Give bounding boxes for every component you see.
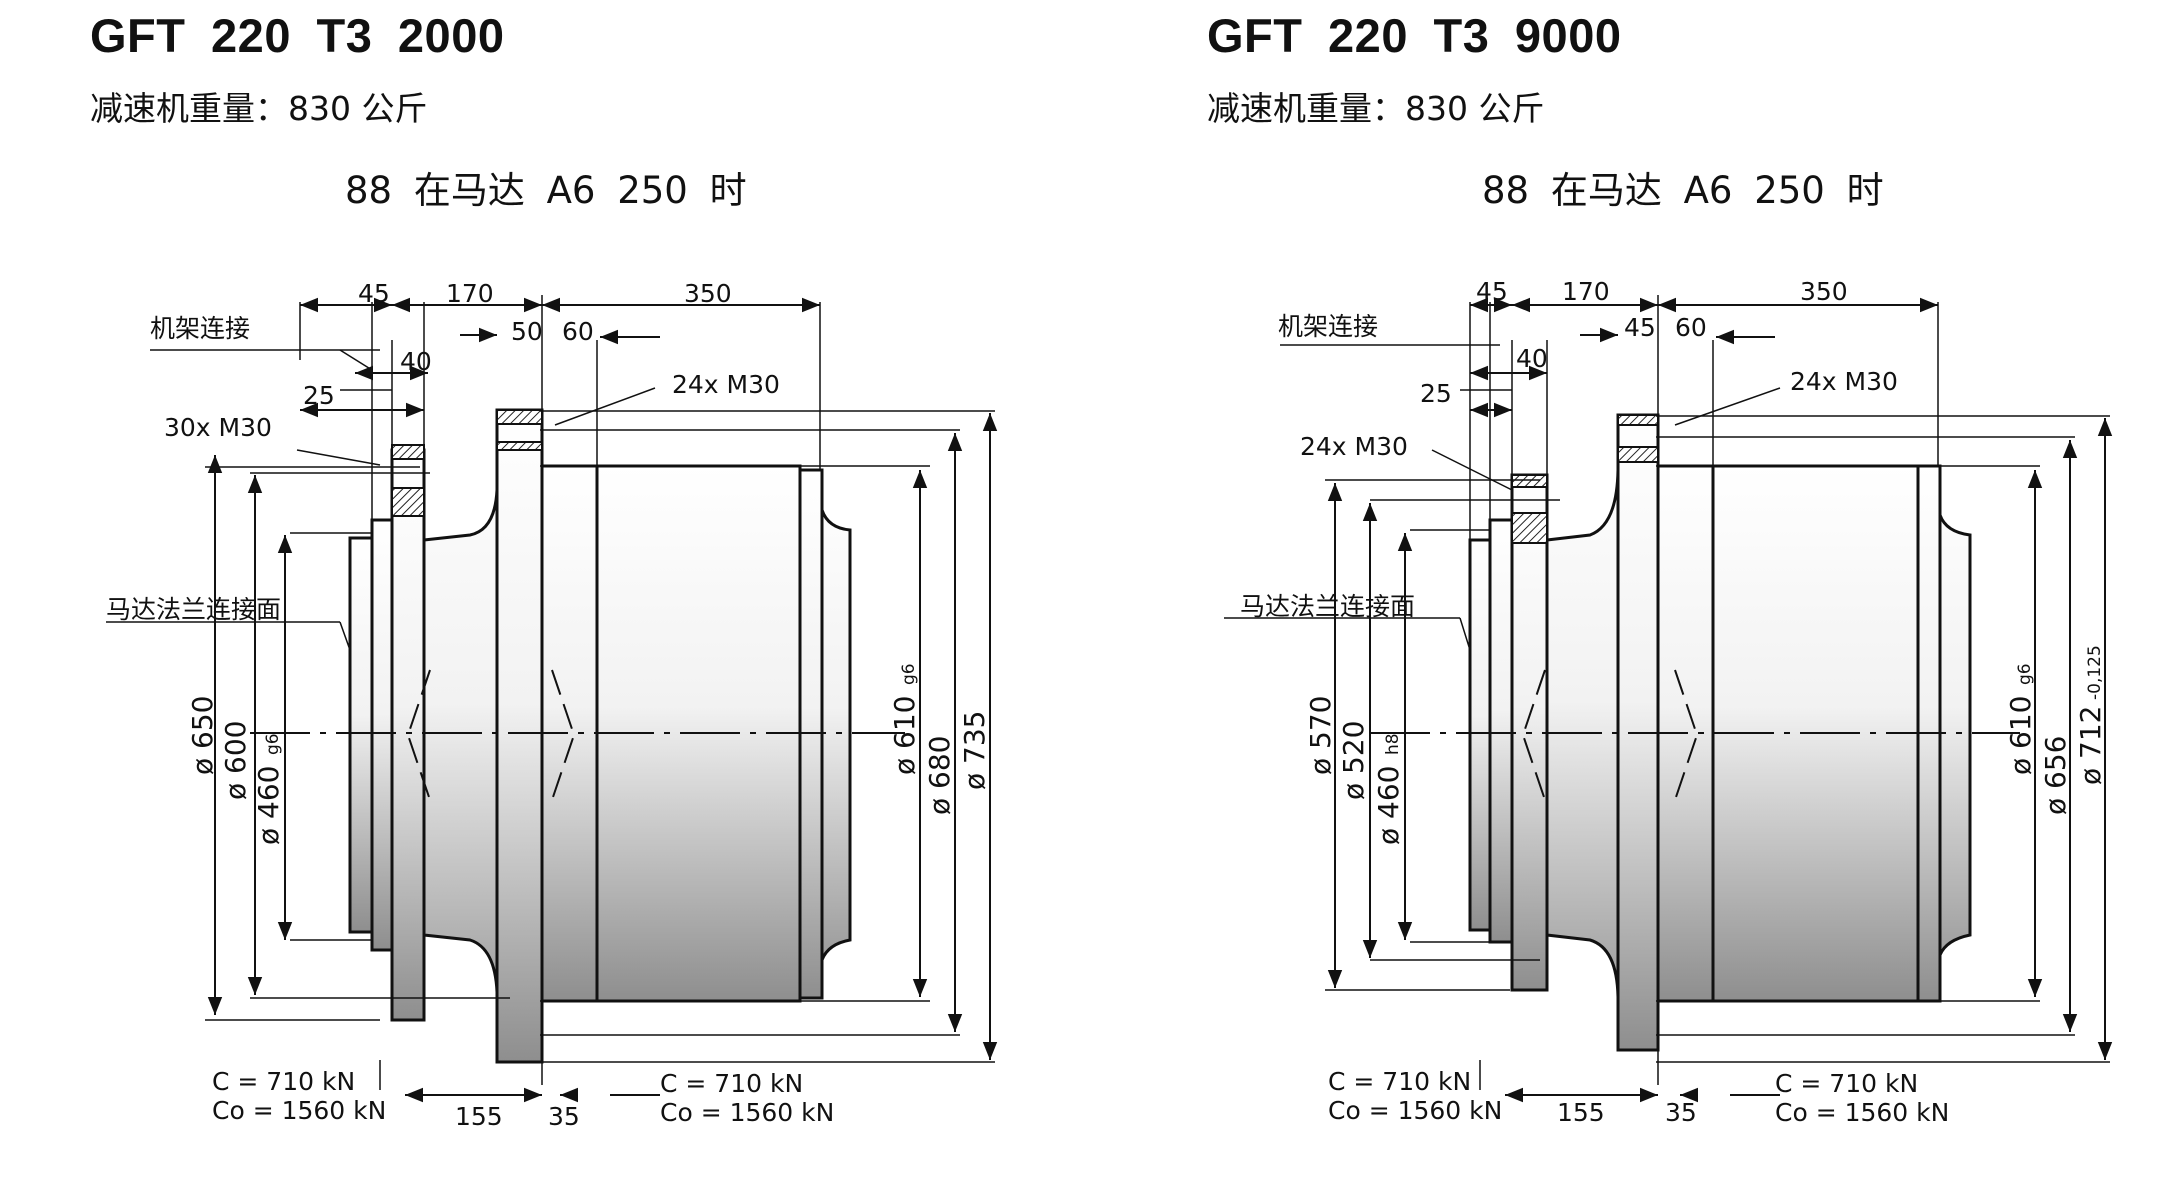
diameter-d-tolerance: g6 <box>899 663 919 685</box>
diameter-a: ø 570 <box>1304 696 1337 775</box>
dim-40: 40 <box>1516 344 1548 373</box>
dim-155: 155 <box>455 1102 503 1131</box>
gearbox-body <box>348 408 852 1064</box>
diameter-b: ø 600 <box>219 721 252 800</box>
load-rating-left-c: C = 710 kN <box>212 1067 355 1096</box>
load-rating-right-co: Co = 1560 kN <box>660 1098 834 1127</box>
diameter-f-tolerance: -0,125 <box>2085 645 2105 700</box>
diameter-a: ø 650 <box>186 696 219 775</box>
diameter-c-tolerance: h8 <box>1383 733 1403 755</box>
bolt-pattern-left: 30x M30 <box>164 413 272 442</box>
drawing-title: GFT 220 T3 9000 <box>1207 9 1622 62</box>
drawing-title: GFT 220 T3 2000 <box>90 9 505 62</box>
diameter-e: ø 656 <box>2039 736 2072 815</box>
drawing-panel-1: GFT 220 T3 2000 减速机重量：830 公斤 88 在马达 A6 2… <box>90 9 998 1131</box>
bolt-pattern-right: 24x M30 <box>1790 367 1898 396</box>
dim-45: 45 <box>1476 277 1508 306</box>
dim-40: 40 <box>400 347 432 376</box>
load-rating-left-co: Co = 1560 kN <box>212 1096 386 1125</box>
weight-note: 减速机重量：830 公斤 <box>1207 89 1545 128</box>
diameter-c: ø 460 <box>1372 766 1405 845</box>
diameter-f: ø 735 <box>958 711 991 790</box>
dim-25: 25 <box>1420 379 1452 408</box>
dim-25: 25 <box>303 381 335 410</box>
dim-155: 155 <box>1557 1098 1605 1127</box>
dim-35: 35 <box>548 1102 580 1131</box>
gearbox-drawing: 45 170 350 50 60 40 25 155 35 机架连接 马达法兰连… <box>106 279 998 1131</box>
dim-170: 170 <box>1562 277 1610 306</box>
diameter-e: ø 680 <box>923 736 956 815</box>
dim-60: 60 <box>562 317 594 346</box>
diameter-b: ø 520 <box>1337 721 1370 800</box>
bolt-pattern-left: 24x M30 <box>1300 432 1408 461</box>
drawing-panel-2: GFT 220 T3 9000 减速机重量：830 公斤 88 在马达 A6 2… <box>1120 0 2166 1204</box>
diameter-d: ø 610 <box>888 696 921 775</box>
motor-flange-face-label: 马达法兰连接面 <box>106 595 281 624</box>
diameter-c-tolerance: g6 <box>263 733 283 755</box>
motor-flange-face-label: 马达法兰连接面 <box>1240 592 1415 621</box>
load-rating-right-c: C = 710 kN <box>660 1069 803 1098</box>
dim-50: 50 <box>511 317 543 346</box>
dim-60: 60 <box>1675 313 1707 342</box>
diameter-f: ø 712 <box>2074 706 2107 785</box>
diameter-d: ø 610 <box>2004 696 2037 775</box>
load-rating-right-c: C = 710 kN <box>1775 1069 1918 1098</box>
dim-350: 350 <box>1800 277 1848 306</box>
frame-connection-label: 机架连接 <box>1278 312 1378 341</box>
dim-35: 35 <box>1665 1098 1697 1127</box>
gearbox-drawing: 45 170 350 45 60 40 25 155 35 机架连接 马达法兰连… <box>1224 277 2113 1127</box>
diameter-d-tolerance: g6 <box>2015 663 2035 685</box>
dim-45: 45 <box>358 279 390 308</box>
frame-connection-label: 机架连接 <box>150 314 250 343</box>
load-rating-right-co: Co = 1560 kN <box>1775 1098 1949 1127</box>
weight-note: 减速机重量：830 公斤 <box>90 89 428 128</box>
load-rating-left-co: Co = 1560 kN <box>1328 1096 1502 1125</box>
dim-350: 350 <box>684 279 732 308</box>
diameter-c: ø 460 <box>252 766 285 845</box>
dim-170: 170 <box>446 279 494 308</box>
dim-45b: 45 <box>1624 313 1656 342</box>
bolt-pattern-right: 24x M30 <box>672 370 780 399</box>
motor-subtitle: 88 在马达 A6 250 时 <box>1482 169 1884 212</box>
load-rating-left-c: C = 710 kN <box>1328 1067 1471 1096</box>
motor-subtitle: 88 在马达 A6 250 时 <box>345 169 747 212</box>
